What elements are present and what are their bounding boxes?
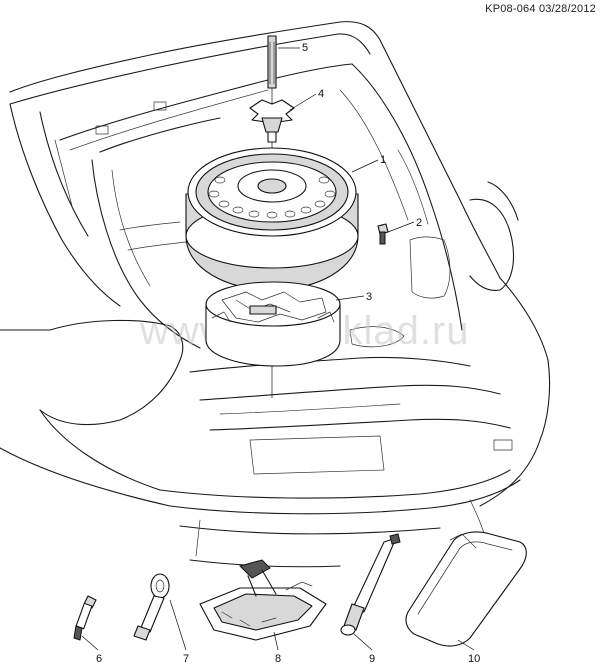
callout-8: 8: [275, 653, 281, 665]
callout-4: 4: [318, 88, 324, 100]
part-8-jack: [199, 559, 327, 641]
callout-2: 2: [416, 217, 422, 229]
part-3-tool-tray: [205, 281, 341, 367]
vehicle-rear-body: [0, 21, 551, 568]
callout-10: 10: [468, 653, 480, 665]
diagram-reference-code: KP08-064 03/28/2012: [485, 3, 596, 15]
callout-3: 3: [366, 291, 372, 303]
callout-leaders: [81, 47, 475, 651]
part-4-wheel-retainer: [249, 99, 295, 143]
callout-1: 1: [380, 154, 386, 166]
callout-labels: 1 2 3 4 5 6 7 8 9 10: [96, 42, 480, 665]
part-10-storage-bag: [405, 531, 527, 647]
part-5-retaining-bolt: [267, 35, 277, 89]
part-6-tool: [73, 595, 97, 641]
part-7-tow-eye: [133, 573, 170, 641]
callout-7: 7: [183, 653, 189, 665]
part-9-wheel-wrench: [340, 533, 401, 636]
part-1-spare-wheel: [185, 147, 359, 291]
callout-6: 6: [96, 653, 102, 665]
callout-5: 5: [302, 42, 308, 54]
callout-9: 9: [369, 653, 375, 665]
part-2-bolt: [377, 223, 389, 245]
wheel-vent-holes: [208, 176, 336, 219]
